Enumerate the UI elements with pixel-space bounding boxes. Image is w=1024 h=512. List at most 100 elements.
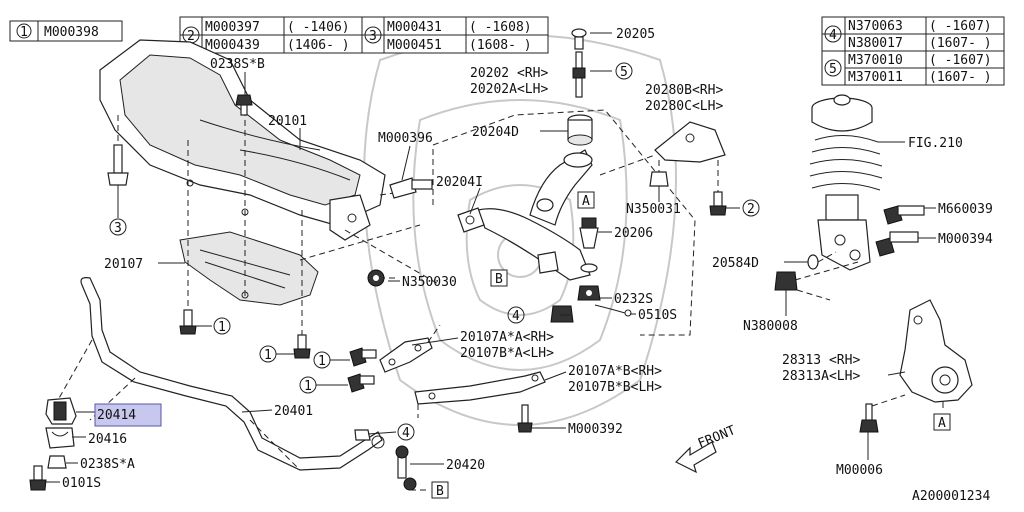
callout-0232S[interactable]: 0232S	[614, 292, 653, 307]
svg-text:(1608- ): (1608- )	[469, 38, 532, 53]
svg-text:1: 1	[218, 320, 226, 335]
svg-text:3: 3	[114, 221, 122, 236]
ref-circle-1-b: 1	[259, 345, 277, 363]
svg-text:( -1607): ( -1607)	[929, 19, 992, 34]
callout-20205[interactable]: 20205	[616, 27, 655, 42]
nut-N350030	[367, 269, 385, 287]
bolt-20205	[571, 28, 587, 98]
legend-ref-4-5: 4 N370063 ( -1607) N380017 (1607- ) 5 M3…	[821, 16, 1005, 86]
ref-circle-5-top: 5	[615, 62, 633, 80]
strut-assembly-drawing	[809, 94, 883, 271]
callout-M000396[interactable]: M000396	[378, 131, 433, 146]
nut-N350031	[649, 160, 669, 187]
link-20107A-A	[379, 324, 441, 373]
bolt-M000396	[389, 177, 433, 199]
callout-M000394[interactable]: M000394	[938, 232, 993, 247]
box-A-knuckle: A	[933, 413, 951, 431]
stabilizer-bar-drawing	[57, 277, 383, 471]
callout-0238S-B[interactable]: 0238S*B	[210, 57, 265, 72]
svg-text:M000431: M000431	[387, 20, 442, 35]
svg-text:2: 2	[187, 29, 195, 44]
bolt-2	[709, 191, 727, 216]
callout-M00006[interactable]: M00006	[836, 463, 883, 478]
callout-20107A-B-rh[interactable]: 20107A*B<RH>	[568, 364, 662, 379]
callout-28313-rh[interactable]: 28313 <RH>	[782, 353, 860, 368]
svg-text:M000439: M000439	[205, 38, 260, 53]
callout-M660039[interactable]: M660039	[938, 202, 993, 217]
svg-text:B: B	[436, 484, 444, 499]
ref-circle-2-bracket: 2	[742, 199, 760, 217]
callout-20107B-B-lh[interactable]: 20107B*B<LH>	[568, 380, 662, 395]
callout-M000392[interactable]: M000392	[568, 422, 623, 437]
svg-text:( -1406): ( -1406)	[287, 20, 350, 35]
svg-text:(1607- ): (1607- )	[929, 70, 992, 85]
callout-0510S[interactable]: 0510S	[638, 308, 677, 323]
knuckle-28313-drawing	[899, 299, 973, 412]
svg-text:3: 3	[369, 29, 377, 44]
svg-text:( -1607): ( -1607)	[929, 53, 992, 68]
callout-N350030[interactable]: N350030	[402, 275, 457, 290]
callout-0238S-A[interactable]: 0238S*A	[80, 457, 135, 472]
bolt-M000394	[875, 231, 919, 257]
callout-20204D[interactable]: 20204D	[472, 125, 519, 140]
svg-text:M000451: M000451	[387, 38, 442, 53]
callout-N380008[interactable]: N380008	[743, 319, 798, 334]
bolt-1-b	[293, 334, 311, 359]
callout-20204I[interactable]: 20204I	[436, 175, 483, 190]
callout-20107A-A-rh[interactable]: 20107A*A<RH>	[460, 330, 554, 345]
svg-text:( -1608): ( -1608)	[469, 20, 532, 35]
svg-text:1: 1	[304, 379, 312, 394]
under-plate-drawing	[179, 231, 319, 306]
svg-text:B: B	[495, 272, 503, 287]
circled-refs: 5 2 3 1 1 1 1 4 4	[109, 62, 760, 441]
svg-text:5: 5	[829, 62, 837, 77]
callout-20584D[interactable]: 20584D	[712, 256, 759, 271]
bolt-M660039	[883, 205, 925, 225]
callout-FIG210[interactable]: FIG.210	[908, 136, 963, 151]
box-B-link: B	[431, 481, 449, 499]
callout-20416[interactable]: 20416	[88, 432, 127, 447]
callout-20107B-A-lh[interactable]: 20107B*A<LH>	[460, 346, 554, 361]
callout-20101[interactable]: 20101	[268, 114, 307, 129]
ref-circle-1-a: 1	[213, 317, 231, 335]
ref-circle-4-arm: 4	[507, 306, 525, 324]
highlight-20414	[94, 403, 162, 427]
callout-20280C-lh[interactable]: 20280C<LH>	[645, 99, 723, 114]
legend-ref-2-3: 2 M000397 ( -1406) M000439 (1406- ) 3 M0…	[179, 16, 549, 54]
lower-arm-drawing	[432, 109, 696, 336]
legend-ref-1: 1 M000398	[9, 20, 123, 42]
clamp-20416	[45, 427, 75, 449]
callout-20202A-lh[interactable]: 20202A<LH>	[470, 82, 548, 97]
callout-20206[interactable]: 20206	[614, 226, 653, 241]
callout-20414[interactable]: 20414	[97, 408, 136, 423]
bolt-1-d	[347, 373, 375, 393]
svg-text:M000397: M000397	[205, 20, 260, 35]
callout-20202-rh[interactable]: 20202 <RH>	[470, 66, 548, 81]
svg-text:4: 4	[512, 309, 520, 324]
bolt-1-c	[349, 347, 377, 367]
svg-text:A: A	[938, 416, 946, 431]
svg-text:4: 4	[829, 28, 837, 43]
ref-circle-1-d: 1	[299, 376, 317, 394]
callout-20420[interactable]: 20420	[446, 458, 485, 473]
nut-N380008	[774, 261, 859, 301]
callout-N350031[interactable]: N350031	[626, 202, 681, 217]
bushing-20204D	[563, 114, 593, 168]
svg-text:(1607- ): (1607- )	[929, 36, 992, 51]
crossmember-drawing	[99, 39, 386, 241]
svg-text:M370010: M370010	[848, 53, 903, 68]
front-arrow-icon	[674, 441, 717, 474]
callout-20401[interactable]: 20401	[274, 404, 313, 419]
callout-20107[interactable]: 20107	[104, 257, 143, 272]
bolt-M00006	[859, 394, 906, 433]
guide-lines-crossmember	[117, 110, 441, 340]
ref-circle-3: 3	[109, 218, 127, 236]
callout-20280B-rh[interactable]: 20280B<RH>	[645, 83, 723, 98]
bolt-3	[107, 144, 129, 186]
bushing-20414	[45, 397, 77, 425]
callout-28313A-lh[interactable]: 28313A<LH>	[782, 369, 860, 384]
nut-0238S-A	[47, 455, 67, 469]
callout-0101S[interactable]: 0101S	[62, 476, 101, 491]
bolt-0101S	[29, 465, 47, 491]
